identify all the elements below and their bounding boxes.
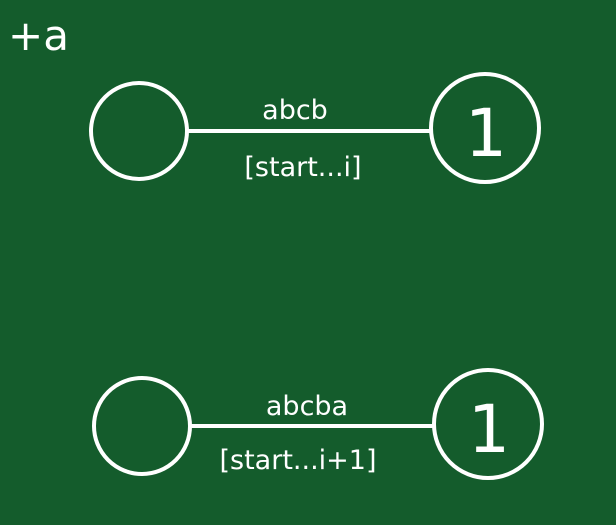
range-label-1: [start...i] <box>244 152 361 183</box>
range-label-2: [start...i+1] <box>219 445 376 476</box>
heading-label: +a <box>8 11 69 60</box>
end-node-label-1: 1 <box>465 95 507 172</box>
diagram-2: 1 abcba [start...i+1] <box>92 368 544 480</box>
end-node-circle-2 <box>432 368 544 480</box>
edge-label-2: abcba <box>266 391 348 422</box>
edge-label-1: abcb <box>262 95 328 126</box>
diagram-1: 1 abcb [start...i] <box>89 72 541 184</box>
end-node-label-2: 1 <box>468 391 510 468</box>
start-node-circle-2 <box>92 376 192 476</box>
end-node-circle-1 <box>429 72 541 184</box>
start-node-circle-1 <box>89 81 189 181</box>
